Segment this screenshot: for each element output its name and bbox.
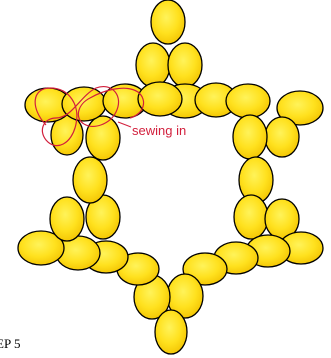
bead xyxy=(234,195,268,239)
bead xyxy=(62,87,106,121)
bead xyxy=(73,157,107,203)
step-label: EP 5 xyxy=(0,337,20,350)
bead xyxy=(86,116,120,160)
bead xyxy=(50,197,84,241)
bead xyxy=(138,82,182,116)
bead xyxy=(226,84,270,118)
bead xyxy=(168,43,202,87)
callout-leader-line xyxy=(118,122,131,127)
bead xyxy=(136,43,170,87)
bead xyxy=(233,115,267,159)
bead xyxy=(151,0,185,44)
bead xyxy=(155,310,187,354)
bead-group xyxy=(18,0,323,354)
bead xyxy=(265,117,299,157)
sewing-in-callout-label: sewing in xyxy=(132,123,186,138)
